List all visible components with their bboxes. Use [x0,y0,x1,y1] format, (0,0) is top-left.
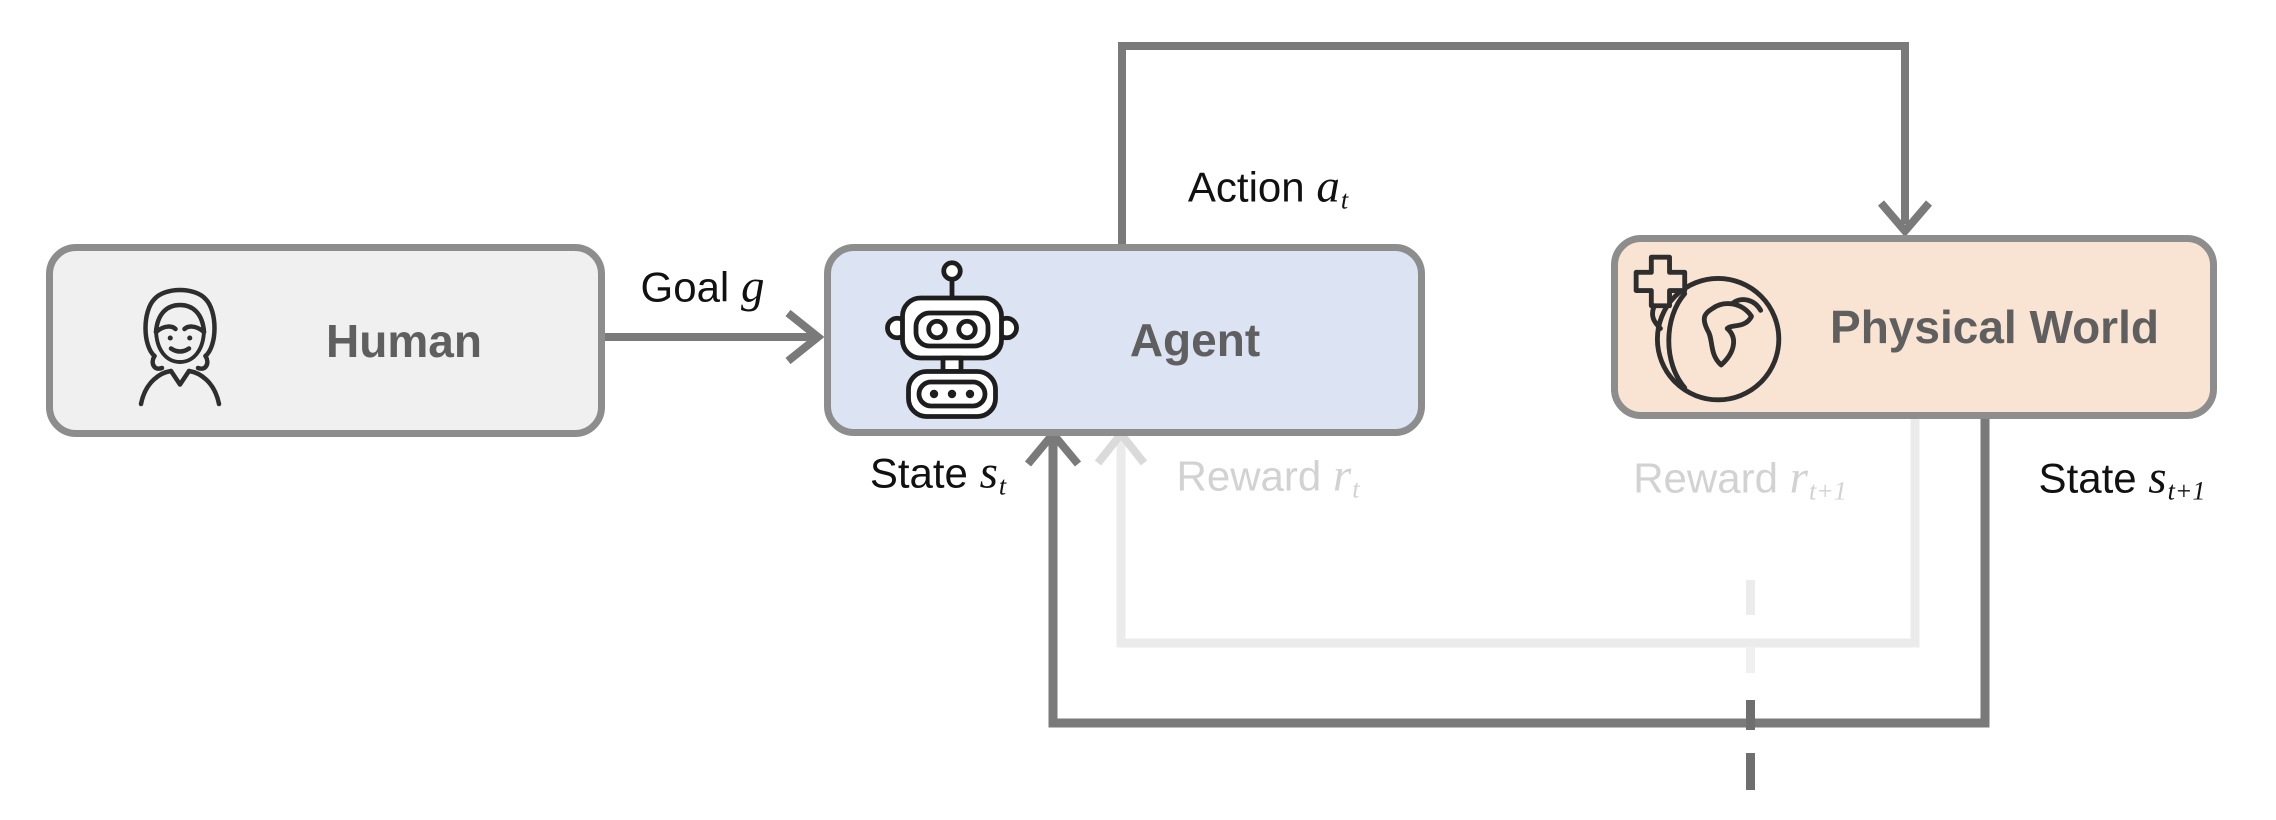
globe-health-icon [1633,254,1782,403]
robot-icon [885,260,1019,419]
goal-word: Goal [640,263,730,311]
reward-t-subscript: t [1352,474,1360,504]
state-t-variable: s [979,446,998,499]
human-node-label: Human [326,314,482,367]
reward-t-variable: r [1332,449,1352,502]
action-arrowhead-icon [1877,200,1933,238]
physical-world-node-label: Physical World [1830,301,2159,353]
agent-node-label: Agent [1129,314,1261,366]
action-variable: a [1316,160,1340,213]
state-t-subscript: t [998,471,1007,501]
woman-avatar-icon [138,287,222,406]
action-subscript: t [1340,185,1349,215]
human-node: Human [46,244,605,437]
state-t1-subscript: t+1 [2167,476,2206,506]
goal-arrowhead-icon [785,309,825,365]
state-t-edge-label: State st [869,446,1006,499]
goal-variable: g [740,260,765,313]
state-t-word: State [869,449,968,497]
reward-t-word: Reward [1176,452,1322,500]
reward-t1-edge-label: Reward rt+1 [1633,451,1847,504]
physical-world-node: Physical World [1611,235,2217,419]
goal-edge-label: Goal g [641,263,766,310]
reward-t1-subscript: t+1 [1808,476,1847,506]
dash-segment [1746,700,1755,730]
state-t1-variable: s [2148,451,2167,504]
dash-segment [1746,580,1755,615]
dash-segment [1746,646,1755,673]
reward-t1-variable: r [1789,451,1808,504]
dash-segment [1746,753,1755,790]
action-arrow-line [1118,42,1909,247]
action-word: Action [1187,163,1305,211]
agent-node: Agent [824,244,1425,436]
state-t1-word: State [2038,454,2137,502]
action-edge-label: Action at [1187,160,1348,213]
timestep-boundary-dashed-line [1746,580,1755,790]
state-loop-line [1048,417,1990,728]
reward-loop-line [1116,417,1920,648]
reward-t-edge-label: Reward rt [1176,449,1360,502]
state-t1-edge-label: State st+1 [2038,451,2206,504]
reward-t1-word: Reward [1633,454,1778,502]
